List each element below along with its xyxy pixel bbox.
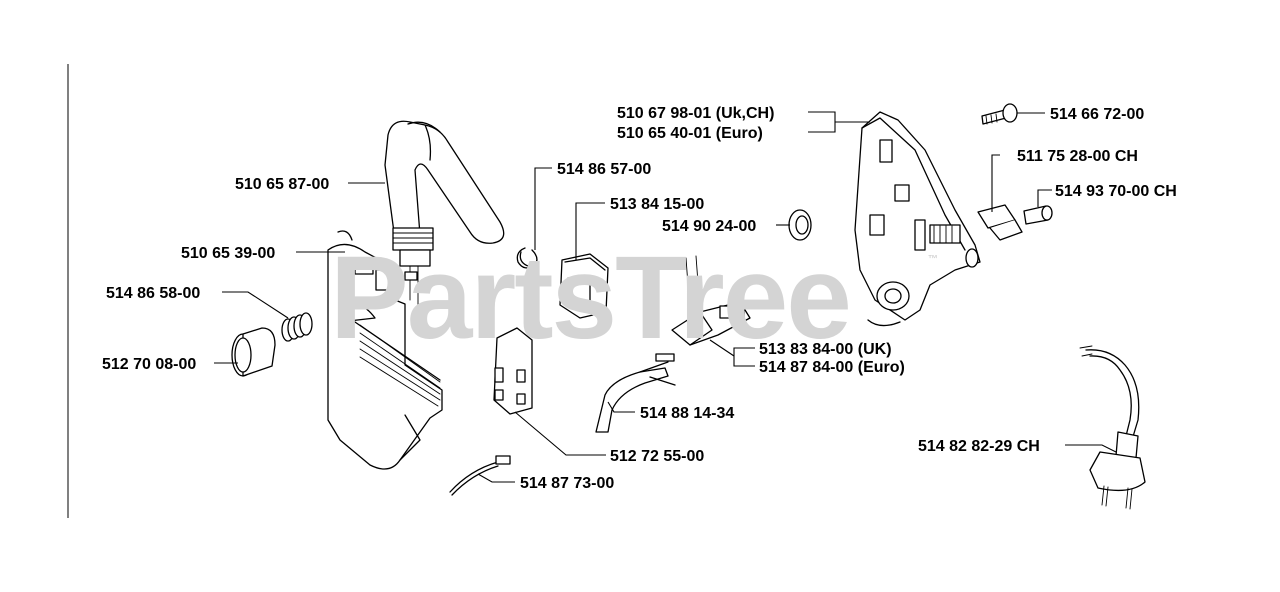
part-label[interactable]: 510 67 98-01 (Uk,CH): [617, 105, 774, 122]
part-label[interactable]: 513 83 84-00 (UK): [759, 341, 892, 358]
part-label[interactable]: 514 66 72-00: [1050, 106, 1144, 123]
part-label[interactable]: 514 82 82-29 CH: [918, 438, 1040, 455]
leader-line: [1065, 444, 1117, 453]
part-label[interactable]: 510 65 39-00: [181, 245, 275, 262]
part-label[interactable]: 510 65 40-01 (Euro): [617, 125, 763, 142]
bracket-part-drawing[interactable]: [559, 253, 609, 319]
cover-housing-part-drawing[interactable]: [327, 230, 443, 470]
part-label[interactable]: 514 87 73-00: [520, 475, 614, 492]
leader-line: [607, 401, 635, 413]
watermark-text: PartsTree: [330, 232, 850, 364]
part-label[interactable]: 511 75 28-00 CH: [1017, 148, 1138, 165]
spring-part-drawing[interactable]: [281, 312, 313, 342]
leader-line: [709, 339, 735, 357]
screw-part-drawing[interactable]: [981, 103, 1018, 125]
leader-line: [477, 473, 515, 483]
terminal-part-drawing[interactable]: [977, 204, 1023, 241]
wire-connector-part-drawing[interactable]: [449, 455, 511, 496]
grommet-part-drawing[interactable]: [788, 209, 812, 241]
motor-plate-part-drawing[interactable]: [854, 111, 981, 327]
part-label[interactable]: 512 70 08-00: [102, 356, 196, 373]
circuit-board-part-drawing[interactable]: [493, 327, 533, 415]
power-cord-part-drawing[interactable]: [1079, 345, 1146, 510]
switch-part-drawing[interactable]: [671, 255, 751, 346]
clip-part-drawing[interactable]: [516, 247, 538, 269]
part-label[interactable]: 514 87 84-00 (Euro): [759, 359, 905, 376]
leader-line: [808, 111, 836, 133]
part-label[interactable]: 514 88 14-34: [640, 405, 734, 422]
leader-line: [534, 167, 552, 250]
part-label[interactable]: 514 93 70-00 CH: [1055, 183, 1177, 200]
button-part-drawing[interactable]: [231, 327, 276, 377]
part-label[interactable]: 514 86 57-00: [557, 161, 651, 178]
pin-part-drawing[interactable]: [1023, 205, 1053, 225]
part-label[interactable]: 513 84 15-00: [610, 196, 704, 213]
part-label[interactable]: 512 72 55-00: [610, 448, 704, 465]
leader-line: [1037, 189, 1052, 207]
leader-line: [514, 411, 606, 456]
part-label[interactable]: 510 65 87-00: [235, 176, 329, 193]
part-label[interactable]: 514 90 24-00: [662, 218, 756, 235]
leader-line: [991, 154, 1000, 212]
leader-line: [733, 347, 755, 367]
watermark-trademark: ™: [928, 254, 938, 265]
cable-part-drawing[interactable]: [595, 353, 676, 433]
part-label[interactable]: 514 86 58-00: [106, 285, 200, 302]
leader-line: [222, 291, 289, 319]
leader-line: [575, 202, 605, 260]
hose-part-drawing[interactable]: [384, 120, 505, 311]
